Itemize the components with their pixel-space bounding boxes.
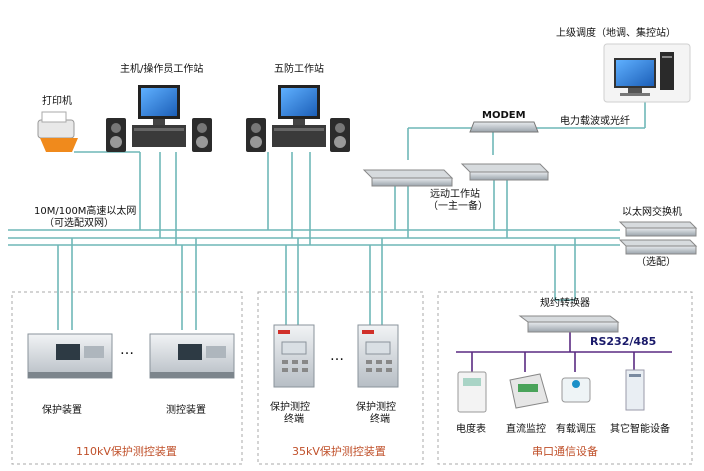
ethernet-label: 10M/100M高速以太网 <box>34 206 137 217</box>
five-prevention-workstation <box>246 85 350 152</box>
prot-meas-terminal-2-label: 保护测控 <box>356 402 396 413</box>
printer-label: 打印机 <box>42 96 72 107</box>
tap-changer-icon <box>561 377 591 403</box>
terminal-1-label: 终端 <box>284 414 304 425</box>
ellipsis-35: … <box>330 348 344 364</box>
five-prevention-label: 五防工作站 <box>274 64 324 75</box>
printer-icon <box>37 111 78 152</box>
upper-dispatch-label: 上级调度（地调、集控站） <box>556 28 676 39</box>
ethernet-bus <box>8 100 646 330</box>
telecontrol-sub-label: （一主一备） <box>428 201 488 212</box>
group-serial-caption: 串口通信设备 <box>532 445 598 458</box>
protection-measurement-terminal-2 <box>357 324 399 388</box>
telecontrol-racks <box>362 163 550 187</box>
group-35kv-caption: 35kV保护测控装置 <box>292 445 386 458</box>
ellipsis-110: … <box>120 342 134 358</box>
upper-dispatch-computer <box>603 43 691 103</box>
host-workstation <box>106 85 212 152</box>
other-smart-device-icon <box>625 369 645 411</box>
dc-monitor-label: 直流监控 <box>506 424 546 435</box>
protection-device-label: 保护装置 <box>42 405 82 416</box>
measurement-device-label: 测控装置 <box>166 405 206 416</box>
energy-meter-icon <box>457 371 487 413</box>
switch-optional-label: （选配） <box>636 257 676 268</box>
modem-device <box>469 121 539 133</box>
terminal-2-label: 终端 <box>370 414 390 425</box>
telecontrol-label: 远动工作站 <box>430 189 480 200</box>
protection-device <box>27 333 113 379</box>
carrier-label: 电力载波或光纤 <box>560 116 630 127</box>
protection-measurement-terminal-1 <box>273 324 315 388</box>
protocol-converter-device <box>518 315 620 333</box>
other-smart-label: 其它智能设备 <box>610 424 670 435</box>
ethernet-switches <box>618 221 698 255</box>
switch-label: 以太网交换机 <box>622 207 682 218</box>
dc-monitor-icon <box>509 373 549 409</box>
measurement-device <box>149 333 235 379</box>
rs-label: RS232/485 <box>590 335 657 348</box>
group-110kv-caption: 110kV保护测控装置 <box>76 445 177 458</box>
prot-meas-terminal-1-label: 保护测控 <box>270 402 310 413</box>
meter-label: 电度表 <box>456 424 486 435</box>
rs-bus <box>456 332 672 372</box>
group-boxes <box>11 291 693 465</box>
protocol-converter-label: 规约转换器 <box>540 298 590 309</box>
modem-label: MODEM <box>482 110 526 121</box>
host-station-label: 主机/操作员工作站 <box>120 64 204 75</box>
tap-changer-label: 有载调压 <box>556 424 596 435</box>
ethernet-sub-label: （可选配双网） <box>44 218 114 229</box>
